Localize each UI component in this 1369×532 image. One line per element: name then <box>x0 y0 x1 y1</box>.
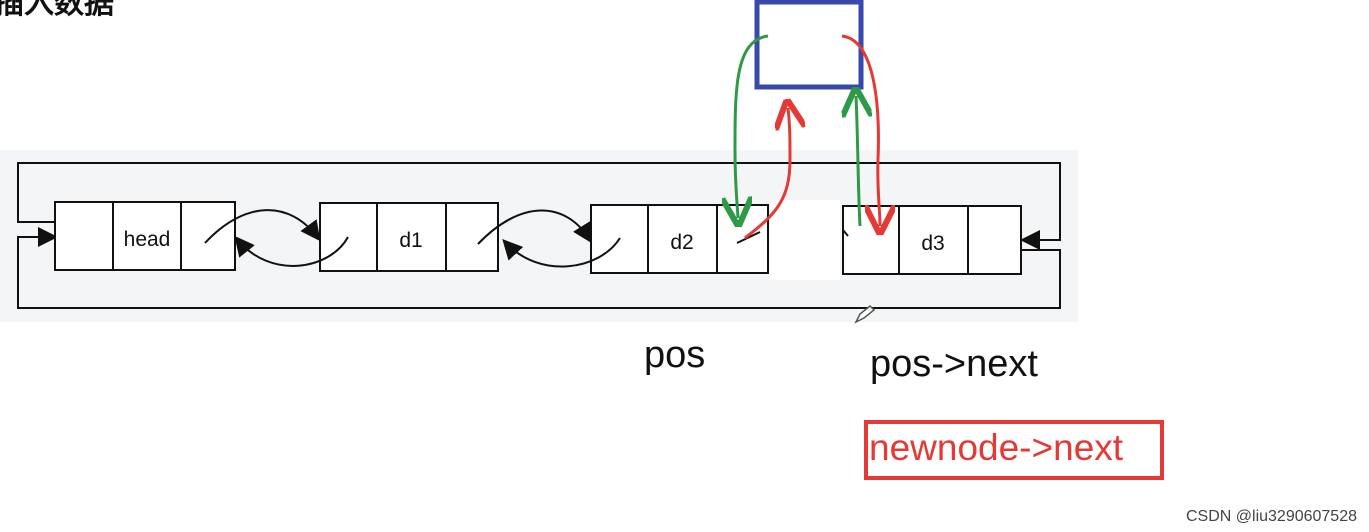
green-arrow-d3-to-newnode <box>856 96 860 227</box>
red-arrow-d2-to-newnode <box>744 108 790 240</box>
link-d1-d2 <box>477 209 621 268</box>
red-arrow-newnode-to-d3 <box>841 34 880 226</box>
erased-link-area <box>770 200 840 280</box>
title-fragment: 插入数据 <box>0 0 114 21</box>
d3-prev-stub <box>842 229 849 237</box>
node-head-label: head <box>124 228 171 251</box>
circular-link-frame <box>17 162 1061 309</box>
link-head-d1 <box>204 209 349 267</box>
node-d1 <box>319 202 499 272</box>
newnode-next-label: newnode->next <box>869 427 1124 468</box>
node-d3-label: d3 <box>921 232 944 255</box>
node-d2-label: d2 <box>670 231 693 254</box>
node-d1-label: d1 <box>399 229 422 252</box>
pencil-cursor-icon <box>854 304 876 324</box>
new-node <box>754 0 864 90</box>
newnode-next-box <box>864 420 1164 480</box>
d2-next-stub <box>736 231 761 244</box>
node-head <box>54 201 236 271</box>
pos-next-label: pos->next <box>870 343 1038 385</box>
watermark: CSDN @liu3290607528 <box>1185 508 1357 525</box>
green-arrow-newnode-to-d2 <box>735 34 769 218</box>
pos-label: pos <box>644 334 706 376</box>
